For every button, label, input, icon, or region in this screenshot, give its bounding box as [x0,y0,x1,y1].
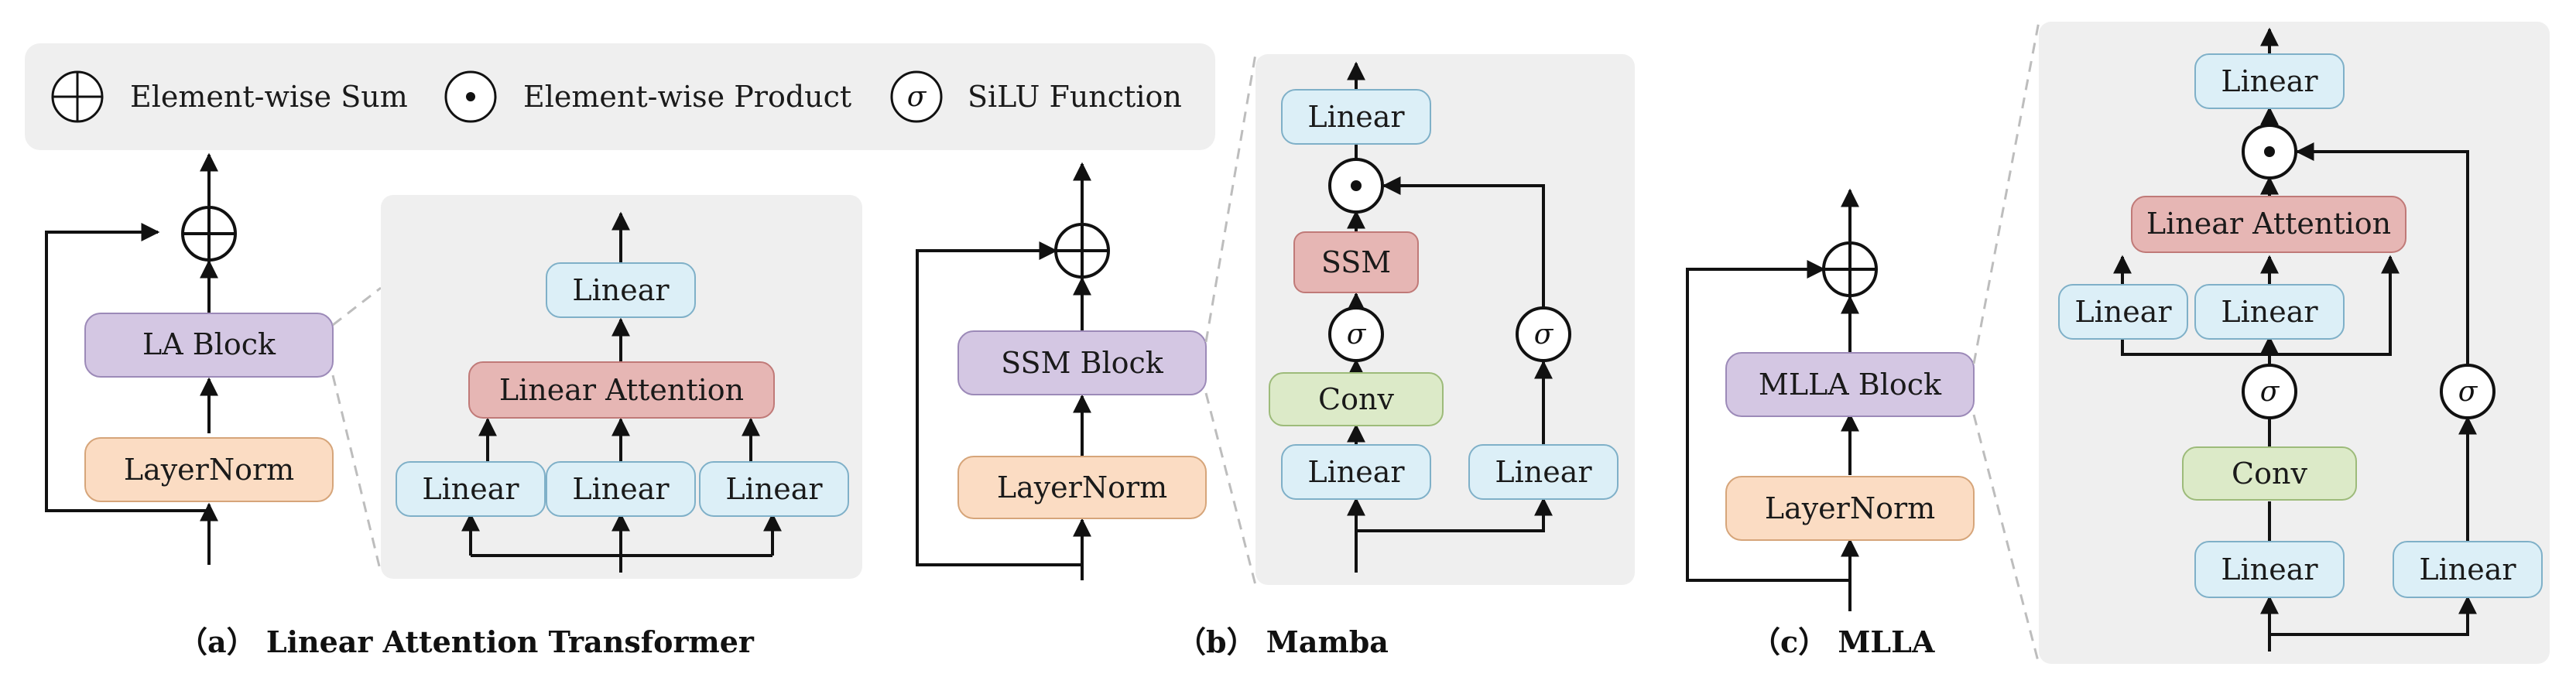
mamba-left-linear-label: Linear [1307,455,1405,489]
mlla-left-linear-box [2194,541,2345,598]
layernorm-label: LayerNorm [124,453,294,487]
mamba-top-linear-label: Linear [1307,100,1405,134]
panel-b: SSM Block LayerNorm Linear SSM σ Conv [916,53,1635,659]
mlla-conv-label: Conv [2232,457,2307,491]
caption-a: （a） Linear Attention Transformer [178,624,755,659]
mamba-top-linear-box [1281,89,1431,145]
mlla-top-linear-box [2194,53,2345,109]
la-attention-box [468,361,775,419]
product-icon [444,70,497,123]
la-block-label: LA Block [142,327,276,361]
mlla-attention-box [2131,196,2406,253]
sigma-icon: σ [1328,306,1384,362]
product-icon [1328,158,1384,214]
product-icon [2242,124,2297,180]
mlla-k-linear-box [2194,284,2345,340]
layernorm-label: LayerNorm [1765,491,1935,525]
la-input-linear-3 [699,461,849,517]
caption-c: （c） MLLA [1751,624,1935,659]
legend-sum-label: Element-wise Sum [130,80,408,114]
mlla-block-label: MLLA Block [1759,368,1942,402]
mlla-conv-box [2182,446,2357,501]
mlla-top-linear-label: Linear [2221,64,2318,98]
ssm-box [1293,231,1419,293]
la-input-linear-3-label: Linear [725,472,823,506]
ssm-block-label: SSM Block [1001,346,1164,380]
la-attention-label: Linear Attention [499,373,744,407]
la-input-linear-2-label: Linear [572,472,670,506]
mamba-right-linear-label: Linear [1495,455,1592,489]
svg-text:σ: σ [2260,376,2280,408]
layernorm-box [1725,476,1975,541]
la-input-linear-2 [546,461,696,517]
layernorm-box [84,437,334,502]
la-input-linear-1 [396,461,546,517]
conv-label: Conv [1318,382,1394,416]
sum-icon [181,206,237,262]
legend-product-label: Element-wise Product [523,80,851,114]
ssm-label: SSM [1321,245,1391,279]
mlla-q-linear-label: Linear [2074,295,2172,329]
sum-icon [51,70,104,123]
la-top-linear-box [546,262,696,318]
conv-box [1269,372,1444,426]
sigma-icon: σ [890,70,943,123]
svg-text:σ: σ [1347,319,1367,351]
ssm-block-box [957,330,1207,395]
mlla-detail-panel [2039,22,2550,664]
caption-b: （b） Mamba [1177,624,1389,659]
la-input-linear-1-label: Linear [422,472,519,506]
layernorm-label: LayerNorm [997,470,1167,504]
mlla-attention-label: Linear Attention [2146,207,2391,241]
sum-icon [1054,223,1110,279]
mlla-block-box [1725,352,1975,417]
mlla-k-linear-label: Linear [2221,295,2318,329]
la-top-linear-label: Linear [572,273,670,307]
mlla-left-linear-label: Linear [2221,552,2318,587]
svg-text:σ: σ [907,81,927,113]
la-block-box [84,313,334,378]
layernorm-box [957,456,1207,519]
panel-c: MLLA Block LayerNorm Linear Linear Atten… [1686,21,2550,665]
sigma-icon: σ [1516,306,1571,362]
sum-icon [1822,241,1878,297]
legend: Element-wise Sum Element-wise Product σ … [25,43,1215,150]
svg-text:σ: σ [1534,319,1554,351]
mlla-right-linear-label: Linear [2419,552,2516,587]
mamba-right-linear-box [1468,444,1619,500]
sigma-icon: σ [2242,364,2297,419]
mamba-left-linear-box [1281,444,1431,500]
sigma-icon: σ [2440,364,2496,419]
panel-a: LA Block LayerNorm Linear Linear Attenti… [45,152,862,659]
mlla-right-linear-box [2393,541,2543,598]
legend-panel [25,43,1215,150]
mlla-q-linear-box [2058,284,2188,340]
legend-silu-label: SiLU Function [968,80,1182,114]
svg-text:σ: σ [2458,376,2478,408]
